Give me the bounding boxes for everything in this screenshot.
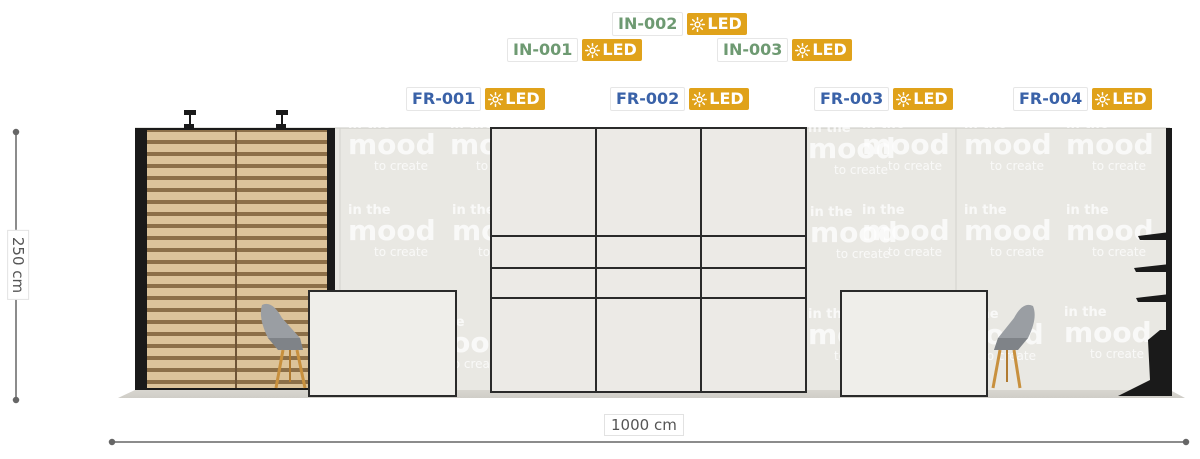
svg-text:in the: in the — [1066, 203, 1109, 218]
led-badge: LED — [689, 88, 749, 110]
svg-text:to create: to create — [1092, 245, 1146, 259]
led-badge: LED — [485, 88, 545, 110]
svg-text:in the: in the — [450, 117, 493, 132]
light-label-in-003: IN-003 LED — [717, 38, 852, 62]
svg-text:mood: mood — [862, 128, 950, 161]
svg-text:to create: to create — [888, 159, 942, 173]
sun-icon — [690, 16, 706, 32]
height-dimension-text: 250 cm — [9, 236, 28, 294]
sun-icon — [692, 91, 708, 107]
svg-text:in the: in the — [862, 117, 905, 132]
central-cabinet — [490, 127, 807, 393]
svg-text:to create: to create — [1090, 347, 1144, 361]
svg-text:to create: to create — [990, 245, 1044, 259]
svg-text:mood: mood — [348, 128, 436, 161]
svg-text:in the: in the — [964, 203, 1007, 218]
svg-text:in the: in the — [452, 203, 495, 218]
led-badge: LED — [582, 39, 642, 61]
svg-text:to create: to create — [374, 245, 428, 259]
chair-right — [991, 304, 1035, 389]
led-text: LED — [812, 40, 847, 59]
light-label-in-001: IN-001 LED — [507, 38, 642, 62]
led-badge: LED — [1092, 88, 1152, 110]
svg-text:to create: to create — [448, 357, 502, 371]
svg-text:to create: to create — [888, 245, 942, 259]
sun-icon — [795, 42, 811, 58]
svg-text:mood: mood — [1066, 214, 1154, 247]
led-text: LED — [602, 40, 637, 59]
sun-icon — [896, 91, 912, 107]
svg-text:in the: in the — [1064, 305, 1107, 320]
svg-text:mood: mood — [808, 132, 896, 165]
counter-right — [840, 290, 988, 397]
width-dimension-label: 1000 cm — [604, 414, 684, 436]
svg-text:mood: mood — [348, 214, 436, 247]
light-label-fr-003: FR-003 LED — [814, 87, 953, 111]
svg-text:in the: in the — [348, 203, 391, 218]
height-dimension-label: 250 cm — [7, 229, 30, 301]
side-shelving — [1118, 128, 1172, 396]
svg-text:in the: in the — [808, 121, 851, 136]
svg-text:to create: to create — [982, 349, 1036, 363]
svg-text:mood: mood — [1064, 316, 1152, 349]
svg-text:to create: to create — [990, 159, 1044, 173]
light-code: FR-002 — [610, 87, 686, 111]
light-code: IN-003 — [717, 38, 789, 62]
light-code: IN-002 — [612, 12, 684, 36]
led-text: LED — [913, 89, 948, 108]
led-badge: LED — [893, 88, 953, 110]
light-code: FR-003 — [814, 87, 890, 111]
svg-text:in the: in the — [348, 117, 391, 132]
sun-icon — [1095, 91, 1111, 107]
light-label-fr-004: FR-004 LED — [1013, 87, 1152, 111]
svg-text:in the: in the — [1066, 117, 1109, 132]
svg-text:to create: to create — [1092, 159, 1146, 173]
led-badge: LED — [687, 13, 747, 35]
led-badge: LED — [792, 39, 852, 61]
light-code: FR-004 — [1013, 87, 1089, 111]
light-label-fr-002: FR-002 LED — [610, 87, 749, 111]
led-text: LED — [707, 14, 742, 33]
led-text: LED — [709, 89, 744, 108]
svg-text:mood: mood — [1066, 128, 1154, 161]
svg-text:in the: in the — [964, 117, 1007, 132]
sun-icon — [585, 42, 601, 58]
width-dimension-text: 1000 cm — [611, 416, 677, 434]
light-code: IN-001 — [507, 38, 579, 62]
svg-text:in the: in the — [810, 205, 853, 220]
light-label-in-002: IN-002 LED — [612, 12, 747, 36]
dimension-lines — [12, 128, 1190, 446]
led-text: LED — [1112, 89, 1147, 108]
svg-text:mood: mood — [964, 214, 1052, 247]
chair-left — [260, 303, 307, 389]
counter-left — [308, 290, 457, 397]
spotlights — [184, 110, 288, 128]
svg-text:mood: mood — [862, 214, 950, 247]
light-label-fr-001: FR-001 LED — [406, 87, 545, 111]
light-code: FR-001 — [406, 87, 482, 111]
svg-text:mood: mood — [810, 216, 898, 249]
svg-text:to create: to create — [374, 159, 428, 173]
sun-icon — [488, 91, 504, 107]
svg-text:mood: mood — [964, 128, 1052, 161]
svg-text:to create: to create — [836, 247, 890, 261]
svg-text:to create: to create — [834, 163, 888, 177]
svg-text:in the: in the — [862, 203, 905, 218]
led-text: LED — [505, 89, 540, 108]
